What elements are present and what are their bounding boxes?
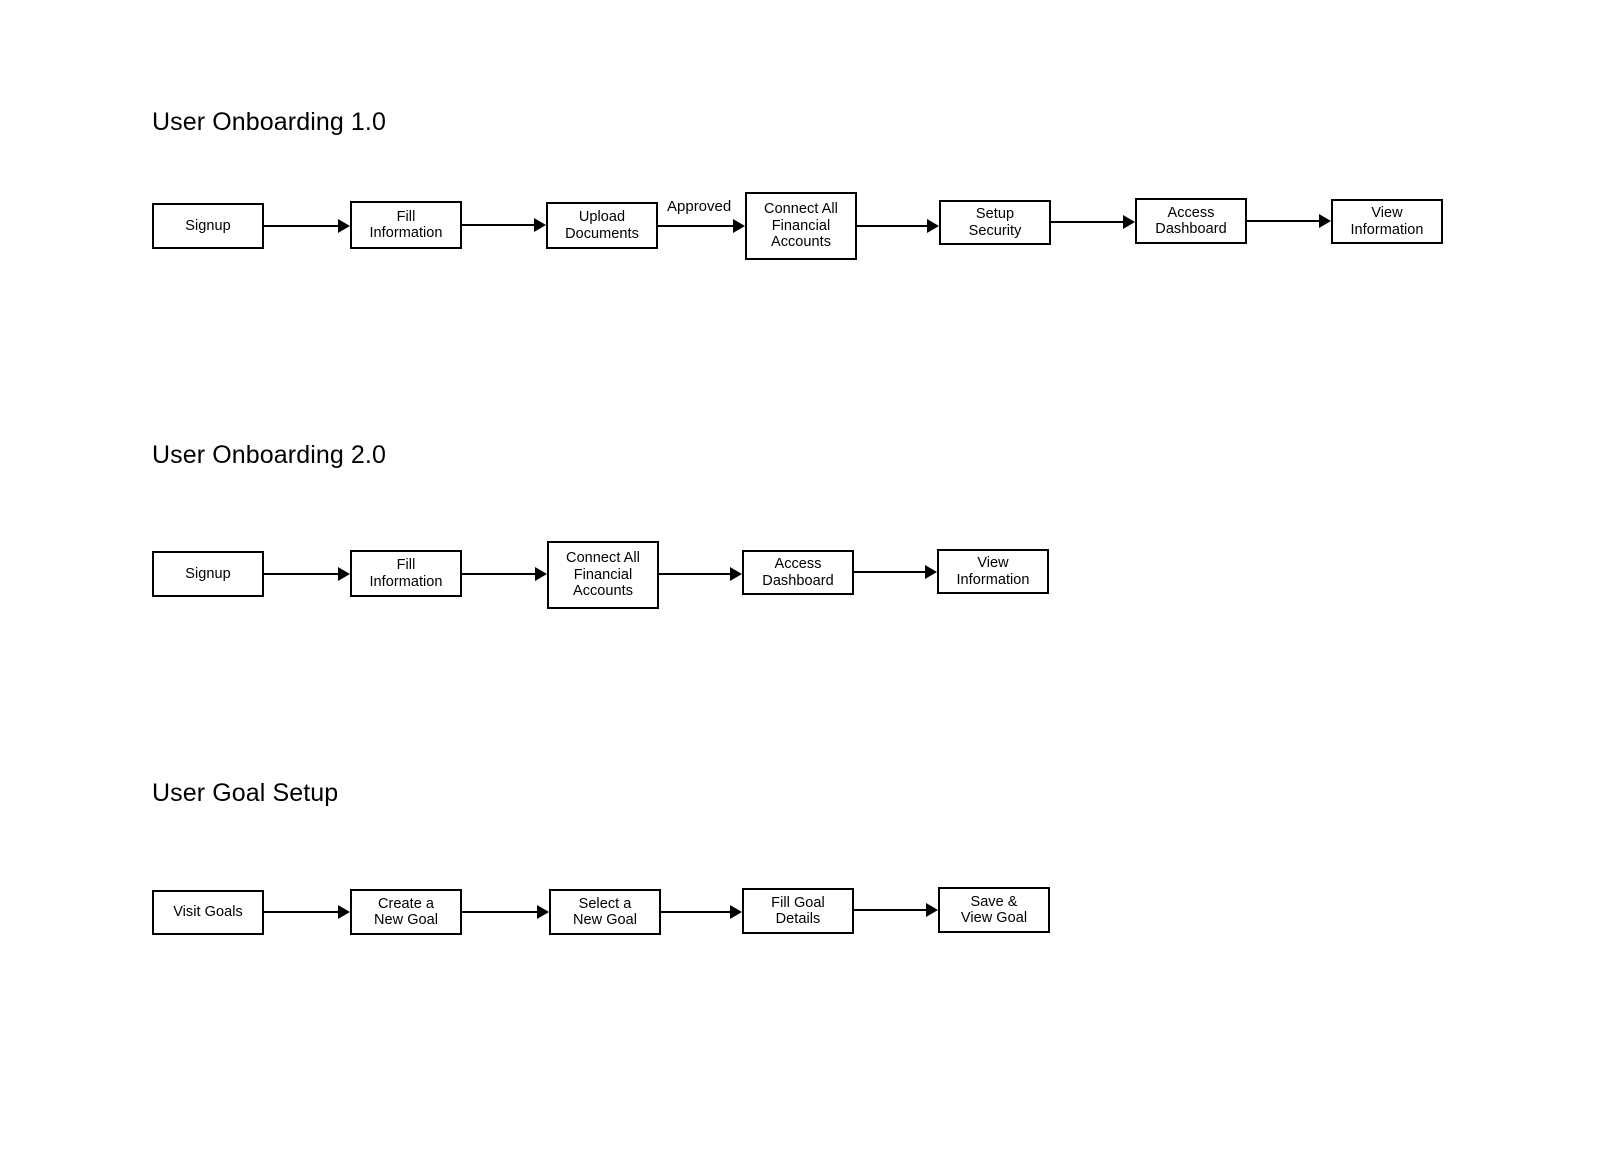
arrow-head-icon — [535, 567, 547, 581]
flow-connector — [264, 911, 338, 913]
arrow-head-icon — [338, 567, 350, 581]
flow-node[interactable]: Save & View Goal — [938, 887, 1050, 933]
arrow-head-icon — [537, 905, 549, 919]
arrow-head-icon — [730, 905, 742, 919]
flow-connector — [854, 571, 925, 573]
arrow-head-icon — [338, 219, 350, 233]
flow-connector — [462, 573, 535, 575]
flow-node[interactable]: View Information — [1331, 199, 1443, 244]
flow-node[interactable]: Connect All Financial Accounts — [547, 541, 659, 609]
flow-node[interactable]: Upload Documents — [546, 202, 658, 249]
flow-node[interactable]: View Information — [937, 549, 1049, 594]
flow-node[interactable]: Signup — [152, 551, 264, 597]
flow-node[interactable]: Create a New Goal — [350, 889, 462, 935]
arrow-head-icon — [925, 565, 937, 579]
section-title: User Onboarding 1.0 — [152, 108, 386, 136]
arrow-head-icon — [927, 219, 939, 233]
flow-connector — [264, 225, 338, 227]
flow-node[interactable]: Fill Information — [350, 550, 462, 597]
section-title: User Onboarding 2.0 — [152, 441, 386, 469]
flow-connector — [854, 909, 926, 911]
arrow-head-icon — [733, 219, 745, 233]
arrow-head-icon — [534, 218, 546, 232]
arrow-head-icon — [338, 905, 350, 919]
flow-connector — [264, 573, 338, 575]
flow-node[interactable]: Fill Information — [350, 201, 462, 249]
flow-node[interactable]: Signup — [152, 203, 264, 249]
arrow-head-icon — [1319, 214, 1331, 228]
flow-connector — [661, 911, 730, 913]
edge-label: Approved — [667, 198, 732, 215]
flow-node[interactable]: Fill Goal Details — [742, 888, 854, 934]
flow-connector — [462, 224, 534, 226]
flow-node[interactable]: Connect All Financial Accounts — [745, 192, 857, 260]
flow-connector — [857, 225, 927, 227]
flow-connector — [659, 573, 730, 575]
flow-connector — [1051, 221, 1123, 223]
flow-connector — [1247, 220, 1319, 222]
flow-node[interactable]: Select a New Goal — [549, 889, 661, 935]
arrow-head-icon — [730, 567, 742, 581]
arrow-head-icon — [1123, 215, 1135, 229]
flow-node[interactable]: Setup Security — [939, 200, 1051, 245]
arrow-head-icon — [926, 903, 938, 917]
flow-connector — [462, 911, 537, 913]
flow-connector — [658, 225, 733, 227]
flow-node[interactable]: Access Dashboard — [1135, 198, 1247, 244]
section-title: User Goal Setup — [152, 779, 339, 807]
flow-node[interactable]: Access Dashboard — [742, 550, 854, 595]
flow-node[interactable]: Visit Goals — [152, 890, 264, 935]
